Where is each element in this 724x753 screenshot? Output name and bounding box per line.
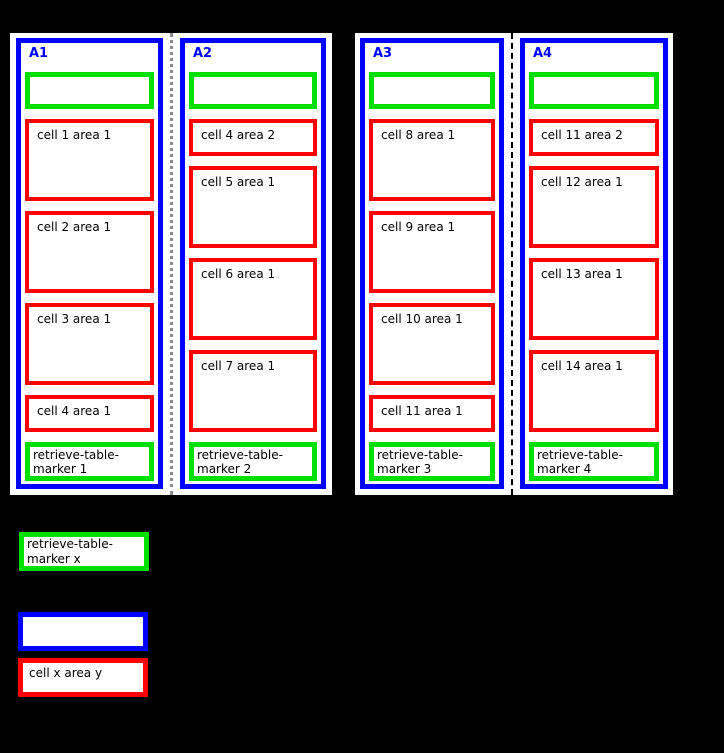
legend-cell-label: cell x area y: [29, 666, 103, 680]
column-title-a4: A4: [533, 46, 553, 61]
cell-label: cell 12 area 1: [541, 175, 623, 189]
cell-label: cell 10 area 1: [381, 312, 463, 326]
table-cell: cell 12 area 1: [529, 166, 659, 248]
column-a2: A2 cell 4 area 2 cell 5 area 1 cell 6 ar…: [180, 38, 326, 489]
legend-marker-label: retrieve-table-marker x: [27, 537, 113, 566]
retrieve-table-marker-box: retrieve-table-marker 1: [25, 442, 154, 481]
table-cell: cell 11 area 2: [529, 119, 659, 156]
cell-label: cell 3 area 1: [37, 312, 112, 326]
marker-label: retrieve-table-marker 2: [197, 448, 283, 476]
cell-label: cell 9 area 1: [381, 220, 456, 234]
retrieve-table-marker-box: retrieve-table-marker 3: [369, 442, 495, 481]
panel-left: A1 cell 1 area 1 cell 2 area 1 cell 3 ar…: [10, 33, 332, 495]
column-a4: A4 cell 11 area 2 cell 12 area 1 cell 13…: [520, 38, 668, 489]
column-a1: A1 cell 1 area 1 cell 2 area 1 cell 3 ar…: [16, 38, 163, 489]
table-cell: cell 5 area 1: [189, 166, 317, 248]
cell-label: cell 7 area 1: [201, 359, 276, 373]
column-divider-dotted: [170, 33, 173, 495]
table-start-marker-box: [189, 72, 317, 109]
marker-label: retrieve-table-marker 4: [537, 448, 623, 476]
table-cell: cell 6 area 1: [189, 258, 317, 340]
table-cell: cell 2 area 1: [25, 211, 154, 293]
cell-label: cell 11 area 1: [381, 404, 463, 418]
table-cell: cell 1 area 1: [25, 119, 154, 201]
cell-label: cell 11 area 2: [541, 128, 623, 142]
legend-column-box: [18, 612, 148, 651]
retrieve-table-marker-box: retrieve-table-marker 2: [189, 442, 317, 481]
table-start-marker-box: [25, 72, 154, 109]
cell-label: cell 2 area 1: [37, 220, 112, 234]
table-cell: cell 4 area 1: [25, 395, 154, 432]
table-cell: cell 11 area 1: [369, 395, 495, 432]
cell-label: cell 6 area 1: [201, 267, 276, 281]
table-start-marker-box: [369, 72, 495, 109]
marker-label: retrieve-table-marker 1: [33, 448, 119, 476]
column-title-a2: A2: [193, 46, 213, 61]
cell-label: cell 4 area 2: [201, 128, 276, 142]
cell-label: cell 13 area 1: [541, 267, 623, 281]
column-title-a1: A1: [29, 46, 49, 61]
legend-cell-box: cell x area y: [18, 658, 148, 697]
column-title-a3: A3: [373, 46, 393, 61]
table-cell: cell 3 area 1: [25, 303, 154, 385]
table-cell: cell 13 area 1: [529, 258, 659, 340]
column-divider-dashed: [511, 33, 513, 495]
table-cell: cell 8 area 1: [369, 119, 495, 201]
cell-label: cell 14 area 1: [541, 359, 623, 373]
cell-label: cell 8 area 1: [381, 128, 456, 142]
table-cell: cell 4 area 2: [189, 119, 317, 156]
table-cell: cell 10 area 1: [369, 303, 495, 385]
table-cell: cell 14 area 1: [529, 350, 659, 432]
marker-label: retrieve-table-marker 3: [377, 448, 463, 476]
table-start-marker-box: [529, 72, 659, 109]
legend-retrieve-table-marker-box: retrieve-table-marker x: [19, 532, 149, 571]
retrieve-table-marker-box: retrieve-table-marker 4: [529, 442, 659, 481]
cell-label: cell 4 area 1: [37, 404, 112, 418]
cell-label: cell 5 area 1: [201, 175, 276, 189]
cell-label: cell 1 area 1: [37, 128, 112, 142]
table-cell: cell 7 area 1: [189, 350, 317, 432]
panel-right: A3 cell 8 area 1 cell 9 area 1 cell 10 a…: [355, 33, 673, 495]
table-cell: cell 9 area 1: [369, 211, 495, 293]
column-a3: A3 cell 8 area 1 cell 9 area 1 cell 10 a…: [360, 38, 504, 489]
